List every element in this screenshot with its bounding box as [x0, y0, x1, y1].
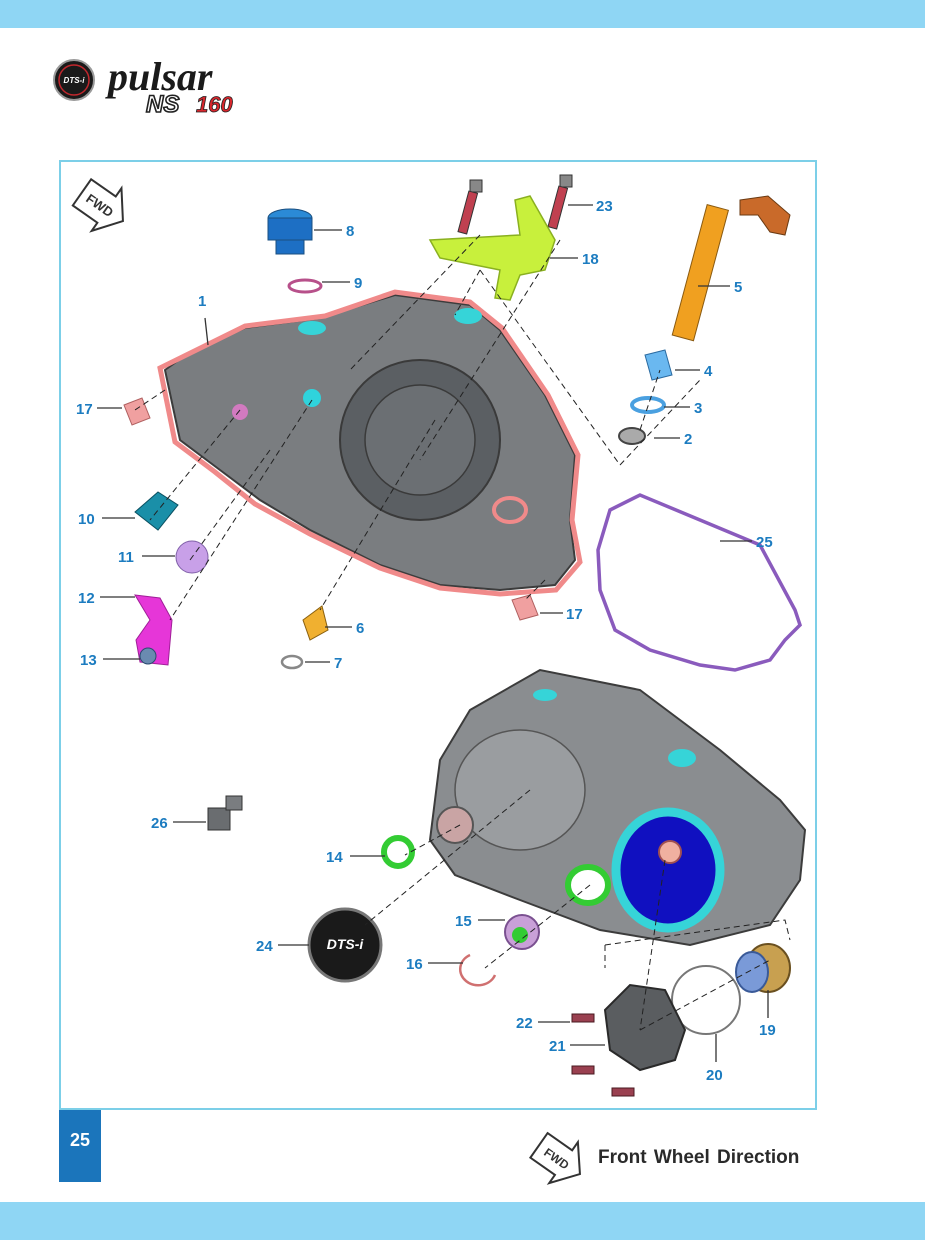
callout-numbers: 1 2 3 4 5 6 7 8 9 10 11 12 13 14 15 16 1… [76, 198, 776, 1084]
callout-12: 12 [78, 590, 95, 607]
washer-2 [618, 427, 646, 445]
bolt-23-left [457, 179, 483, 235]
page-number-badge: 25 [59, 1110, 101, 1182]
callout-1: 1 [198, 293, 206, 310]
pulsar-ns160-logo: DTS-i pulsar NS 160 [53, 54, 234, 119]
callout-23: 23 [596, 198, 613, 215]
bolt-26 [207, 795, 243, 831]
callout-25: 25 [756, 534, 773, 551]
bolt-23-right [547, 174, 573, 230]
callout-19: 19 [759, 1022, 776, 1039]
plug-6 [302, 605, 329, 641]
callout-8: 8 [346, 223, 354, 240]
logo-model-num: 160 [196, 92, 233, 117]
callout-22: 22 [516, 1015, 533, 1032]
filler-cap-8 [267, 208, 313, 255]
part-10 [134, 491, 179, 531]
callout-21: 21 [549, 1038, 566, 1055]
kick-shaft-5 [671, 195, 791, 342]
top-color-band [0, 0, 925, 28]
oil-seal-14 [381, 835, 415, 869]
washer-3 [630, 396, 666, 414]
oil-filter-19 [735, 943, 791, 993]
callout-6: 6 [356, 620, 364, 637]
logo-brand-script: pulsar [105, 54, 213, 99]
dtsi-badge-text: DTS-i [327, 936, 365, 952]
dowel-pin-17-left [123, 397, 151, 426]
fwd-legend-text: Front Wheel Direction [598, 1147, 800, 1168]
dowel-pin-17-right [511, 594, 539, 621]
seal-15 [504, 914, 540, 950]
callout-leaders [97, 204, 769, 1062]
callout-24: 24 [256, 938, 273, 955]
callout-17-left: 17 [76, 401, 93, 418]
fwd-legend-icon: FWD [528, 1131, 581, 1185]
callout-17-right: 17 [566, 606, 583, 623]
callout-10: 10 [78, 511, 95, 528]
callout-7: 7 [334, 655, 342, 672]
callout-18: 18 [582, 251, 599, 268]
bolt-13 [139, 647, 157, 665]
callout-9: 9 [354, 275, 362, 292]
dtsi-badge-24: DTS-i [307, 907, 383, 983]
o-ring-20 [671, 965, 741, 1035]
gasket-25 [596, 493, 803, 672]
callout-15: 15 [455, 913, 472, 930]
callout-11: 11 [118, 549, 134, 566]
callout-26: 26 [151, 815, 168, 832]
fwd-arrow-icon: FWD [71, 177, 124, 233]
bracket-18 [428, 195, 556, 301]
bottom-color-band [0, 1202, 925, 1240]
callout-16: 16 [406, 956, 423, 973]
logo-model-ns: NS [146, 91, 179, 118]
callout-3: 3 [694, 400, 702, 417]
assembly-guide-lines [134, 234, 791, 1031]
callout-4: 4 [704, 363, 713, 380]
callout-14: 14 [326, 849, 343, 866]
callout-13: 13 [80, 652, 97, 669]
bushing-4 [644, 349, 673, 381]
outer-clutch-cover [428, 668, 807, 947]
circlip-16 [458, 953, 497, 987]
callout-2: 2 [684, 431, 692, 448]
callout-5: 5 [734, 279, 742, 296]
o-ring-9 [287, 278, 323, 294]
diagram-frame [59, 160, 817, 1110]
bolts-22 [571, 1013, 635, 1097]
bracket-12 [134, 594, 173, 666]
callout-20: 20 [706, 1067, 723, 1084]
logo-badge-text: DTS-i [64, 76, 86, 85]
washer-7 [280, 654, 304, 670]
inner-crankcase-cover [157, 289, 583, 597]
page-number: 25 [69, 1130, 91, 1150]
